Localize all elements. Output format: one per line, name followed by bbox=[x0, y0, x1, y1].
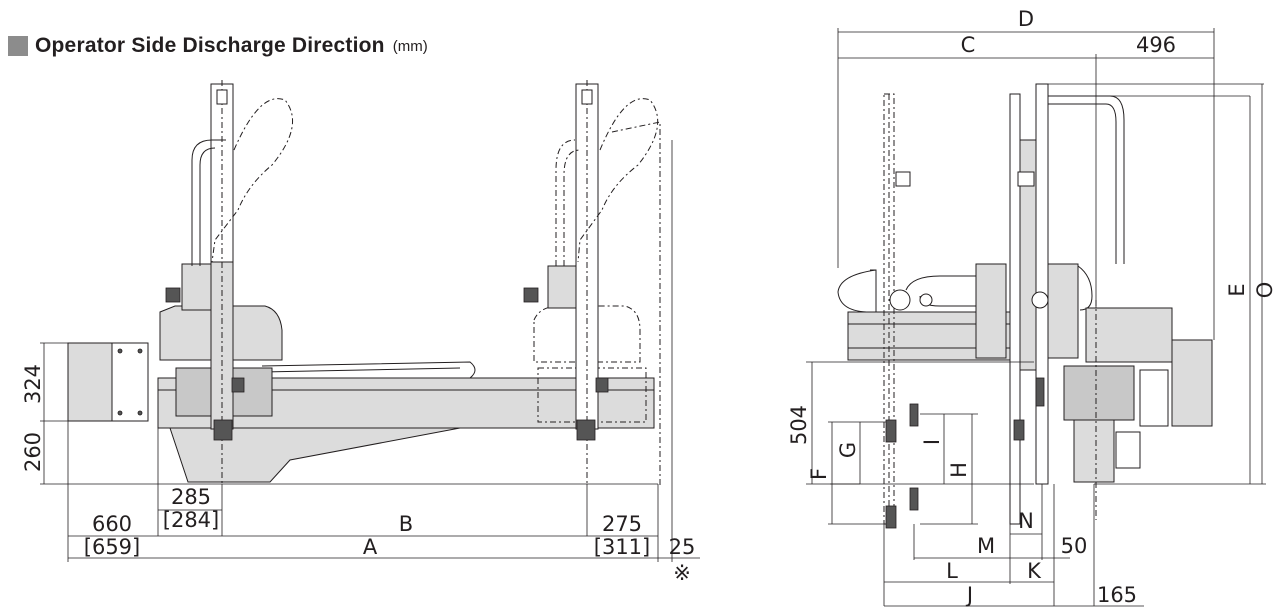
dim-E: E bbox=[1225, 283, 1249, 296]
dim-F: F bbox=[807, 468, 831, 480]
dim-B: B bbox=[399, 512, 413, 536]
side-arm-rear bbox=[1009, 93, 1021, 525]
dim-50: 50 bbox=[1061, 534, 1088, 558]
dim-165: 165 bbox=[1097, 583, 1137, 607]
dim-496: 496 bbox=[1136, 33, 1176, 57]
side-main-arm bbox=[1035, 83, 1049, 485]
dim-G: G bbox=[836, 442, 860, 458]
beam-block-right bbox=[1047, 263, 1079, 359]
left-cable-loop bbox=[191, 139, 226, 266]
hanger-hook bbox=[837, 269, 877, 313]
dim-D: D bbox=[1018, 7, 1034, 31]
right-head-housing bbox=[533, 305, 641, 363]
dim-H: H bbox=[947, 462, 971, 478]
dim-260: 260 bbox=[21, 432, 45, 472]
dim-324: 324 bbox=[21, 364, 45, 404]
dim-note-mark: ※ bbox=[673, 561, 691, 585]
dim-659: [659] bbox=[84, 535, 140, 559]
dim-L: L bbox=[946, 559, 958, 583]
right-gripper bbox=[576, 419, 596, 441]
dim-284: [284] bbox=[163, 508, 219, 532]
title-text: Operator Side Discharge Direction bbox=[35, 34, 385, 57]
dim-N: N bbox=[1018, 509, 1034, 533]
title-square-icon bbox=[8, 36, 28, 56]
side-view: D C 496 bbox=[787, 7, 1274, 607]
base-box-plate bbox=[111, 342, 149, 422]
dim-A: A bbox=[363, 535, 378, 559]
section-title: Operator Side Discharge Direction (mm) bbox=[8, 33, 428, 59]
dim-I: I bbox=[920, 439, 944, 445]
dim-O: O bbox=[1253, 282, 1274, 299]
dim-M: M bbox=[977, 534, 995, 558]
beam-block-left bbox=[975, 263, 1007, 359]
side-lower-block bbox=[1063, 365, 1135, 421]
front-view: 324 260 285 [284] 660 [659] B A 275 [311… bbox=[21, 80, 700, 585]
dim-K: K bbox=[1027, 559, 1042, 583]
left-gripper bbox=[213, 419, 233, 441]
dim-660: 660 bbox=[92, 512, 132, 536]
left-motor bbox=[181, 263, 213, 311]
dim-C: C bbox=[961, 33, 976, 57]
dim-285: 285 bbox=[171, 485, 211, 509]
tapered-support bbox=[169, 427, 461, 483]
dim-504: 504 bbox=[787, 405, 811, 445]
dim-275: 275 bbox=[602, 512, 642, 536]
side-motor bbox=[1171, 339, 1213, 427]
side-cable-loop bbox=[1048, 95, 1125, 264]
right-cable-loop bbox=[577, 98, 659, 263]
dim-J: J bbox=[965, 583, 973, 607]
dim-25: 25 bbox=[669, 535, 696, 559]
dim-311: [311] bbox=[594, 535, 650, 559]
side-head-housing bbox=[1085, 307, 1173, 363]
title-unit: (mm) bbox=[392, 37, 428, 55]
